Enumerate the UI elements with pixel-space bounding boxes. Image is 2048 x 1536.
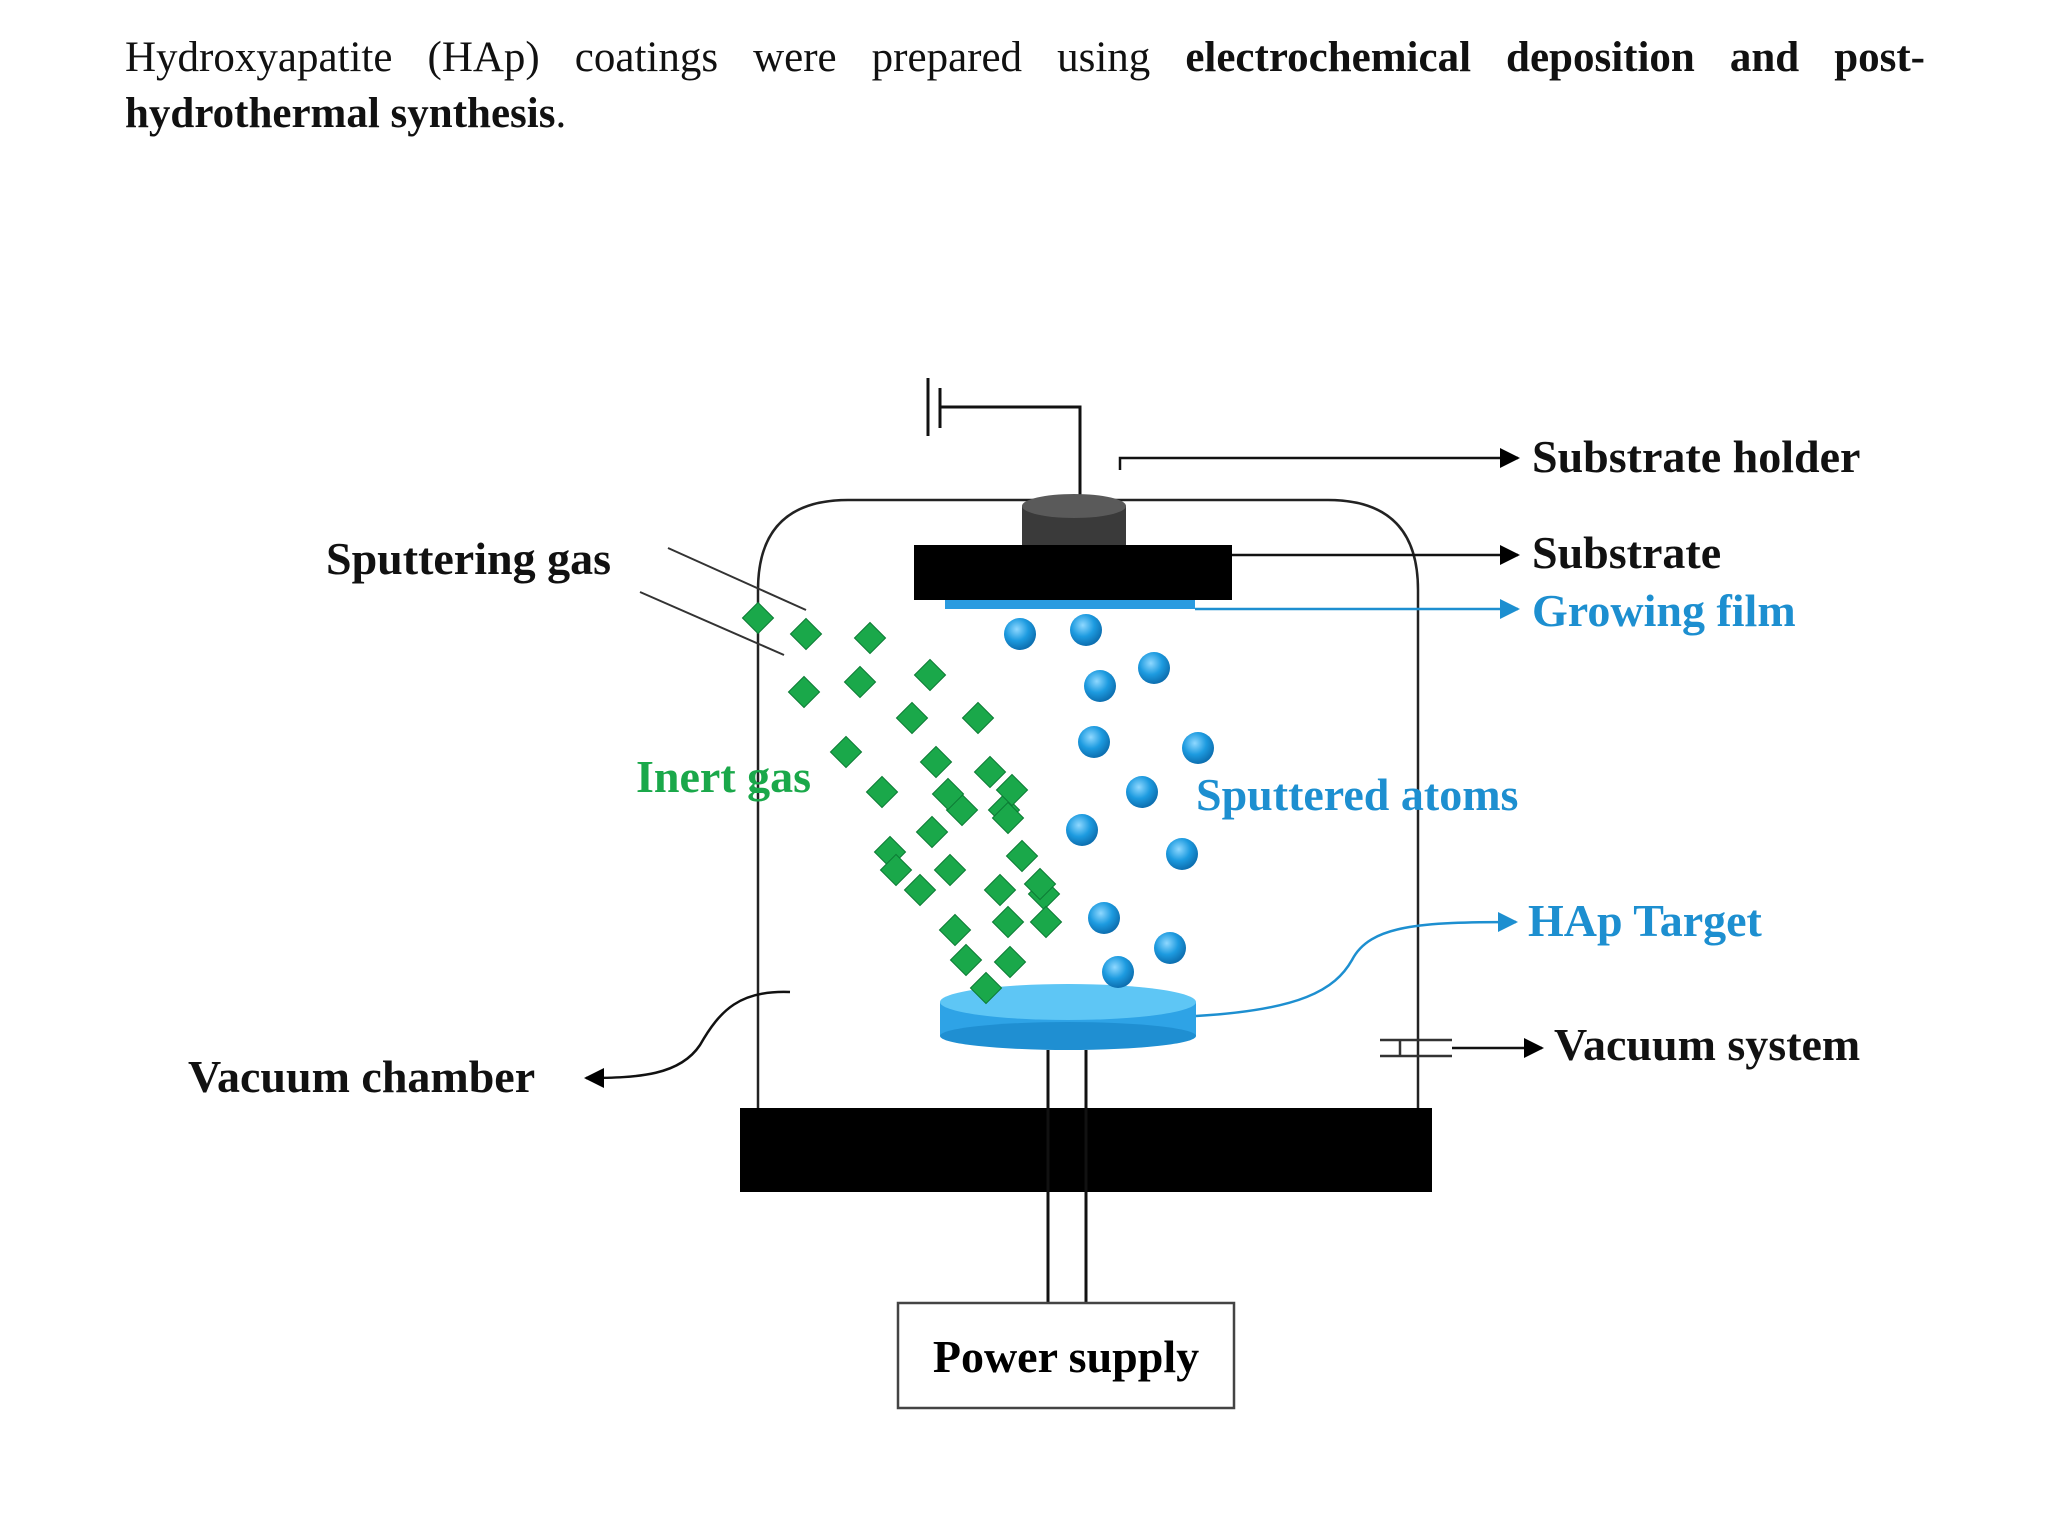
inert-gas-label: Inert gas — [636, 751, 811, 802]
inert-gas-particle — [983, 873, 1017, 907]
inert-gas-particle — [931, 777, 965, 811]
sputtered-atom — [1088, 902, 1120, 934]
hap-target-label: HAp Target — [1528, 895, 1763, 946]
inert-gas-particle — [843, 665, 877, 699]
inert-gas-particle — [789, 617, 823, 651]
sputtered-atom-particles — [1004, 614, 1214, 988]
sputtered-atom — [1182, 732, 1214, 764]
inert-gas-particle — [969, 971, 1003, 1005]
intro-paragraph: Hydroxyapatite (HAp) coatings were prepa… — [125, 30, 1925, 142]
sputtered-atom — [1004, 618, 1036, 650]
ground-symbol — [926, 378, 1082, 510]
substrate — [914, 545, 1232, 600]
substrate-holder-leader — [1118, 448, 1520, 470]
inert-gas-particle — [895, 701, 929, 735]
sputtering-gas-inlet — [639, 547, 807, 656]
inert-gas-particle — [1029, 905, 1063, 939]
inert-gas-particle — [903, 873, 937, 907]
sputtered-atom — [1070, 614, 1102, 646]
inert-gas-particle — [879, 853, 913, 887]
sputtered-atom — [1126, 776, 1158, 808]
inert-gas-particle — [961, 701, 995, 735]
inert-gas-particle — [919, 745, 953, 779]
sputtered-atom — [1102, 956, 1134, 988]
growing-film-label: Growing film — [1532, 585, 1796, 636]
sputtering-gas-label: Sputtering gas — [326, 533, 611, 584]
vacuum-chamber-leader — [584, 990, 791, 1088]
inert-gas-particle — [1023, 867, 1057, 901]
inert-gas-particle — [995, 773, 1029, 807]
inert-gas-particle — [993, 945, 1027, 979]
inert-gas-particles — [741, 601, 1063, 1005]
substrate-label: Substrate — [1532, 527, 1721, 578]
inert-gas-particle — [865, 775, 899, 809]
sputtered-atom — [1166, 838, 1198, 870]
inert-gas-particle — [913, 658, 947, 692]
vacuum-port — [1380, 1038, 1452, 1058]
power-supply-label: Power supply — [933, 1331, 1199, 1382]
power-supply-box — [896, 1301, 1236, 1410]
sputtered-atoms-label: Sputtered atoms — [1196, 769, 1518, 820]
vacuum-chamber-label: Vacuum chamber — [188, 1051, 535, 1102]
inert-gas-particle — [991, 905, 1025, 939]
inert-gas-particle — [938, 913, 972, 947]
inert-gas-particle — [1005, 839, 1039, 873]
inert-gas-particle — [787, 675, 821, 709]
intro-text: Hydroxyapatite (HAp) coatings were prepa… — [125, 34, 1186, 81]
intro-end: . — [555, 90, 567, 137]
growing-film — [945, 600, 1195, 609]
hap-target — [940, 984, 1196, 1050]
inert-gas-particle — [973, 755, 1007, 789]
sputtered-atom — [1084, 670, 1116, 702]
hap-target-leader — [1195, 912, 1518, 1018]
inert-gas-particle — [915, 815, 949, 849]
vacuum-system-label: Vacuum system — [1554, 1019, 1860, 1070]
sputtered-atom — [1066, 814, 1098, 846]
sputtered-atom — [1138, 652, 1170, 684]
inert-gas-particle — [991, 801, 1025, 835]
intro-bold-text: electrochemical deposition and post-hydr… — [125, 34, 1926, 137]
power-supply-leads — [1046, 1050, 1088, 1305]
inert-gas-particle — [853, 621, 887, 655]
sputtered-atom — [1154, 932, 1186, 964]
sputtered-atom — [1078, 726, 1110, 758]
inert-gas-particle — [933, 853, 967, 887]
inert-gas-particle — [741, 601, 775, 635]
inert-gas-particle — [829, 735, 863, 769]
inert-gas-particle — [949, 943, 983, 977]
substrate-holder-label: Substrate holder — [1532, 431, 1860, 482]
